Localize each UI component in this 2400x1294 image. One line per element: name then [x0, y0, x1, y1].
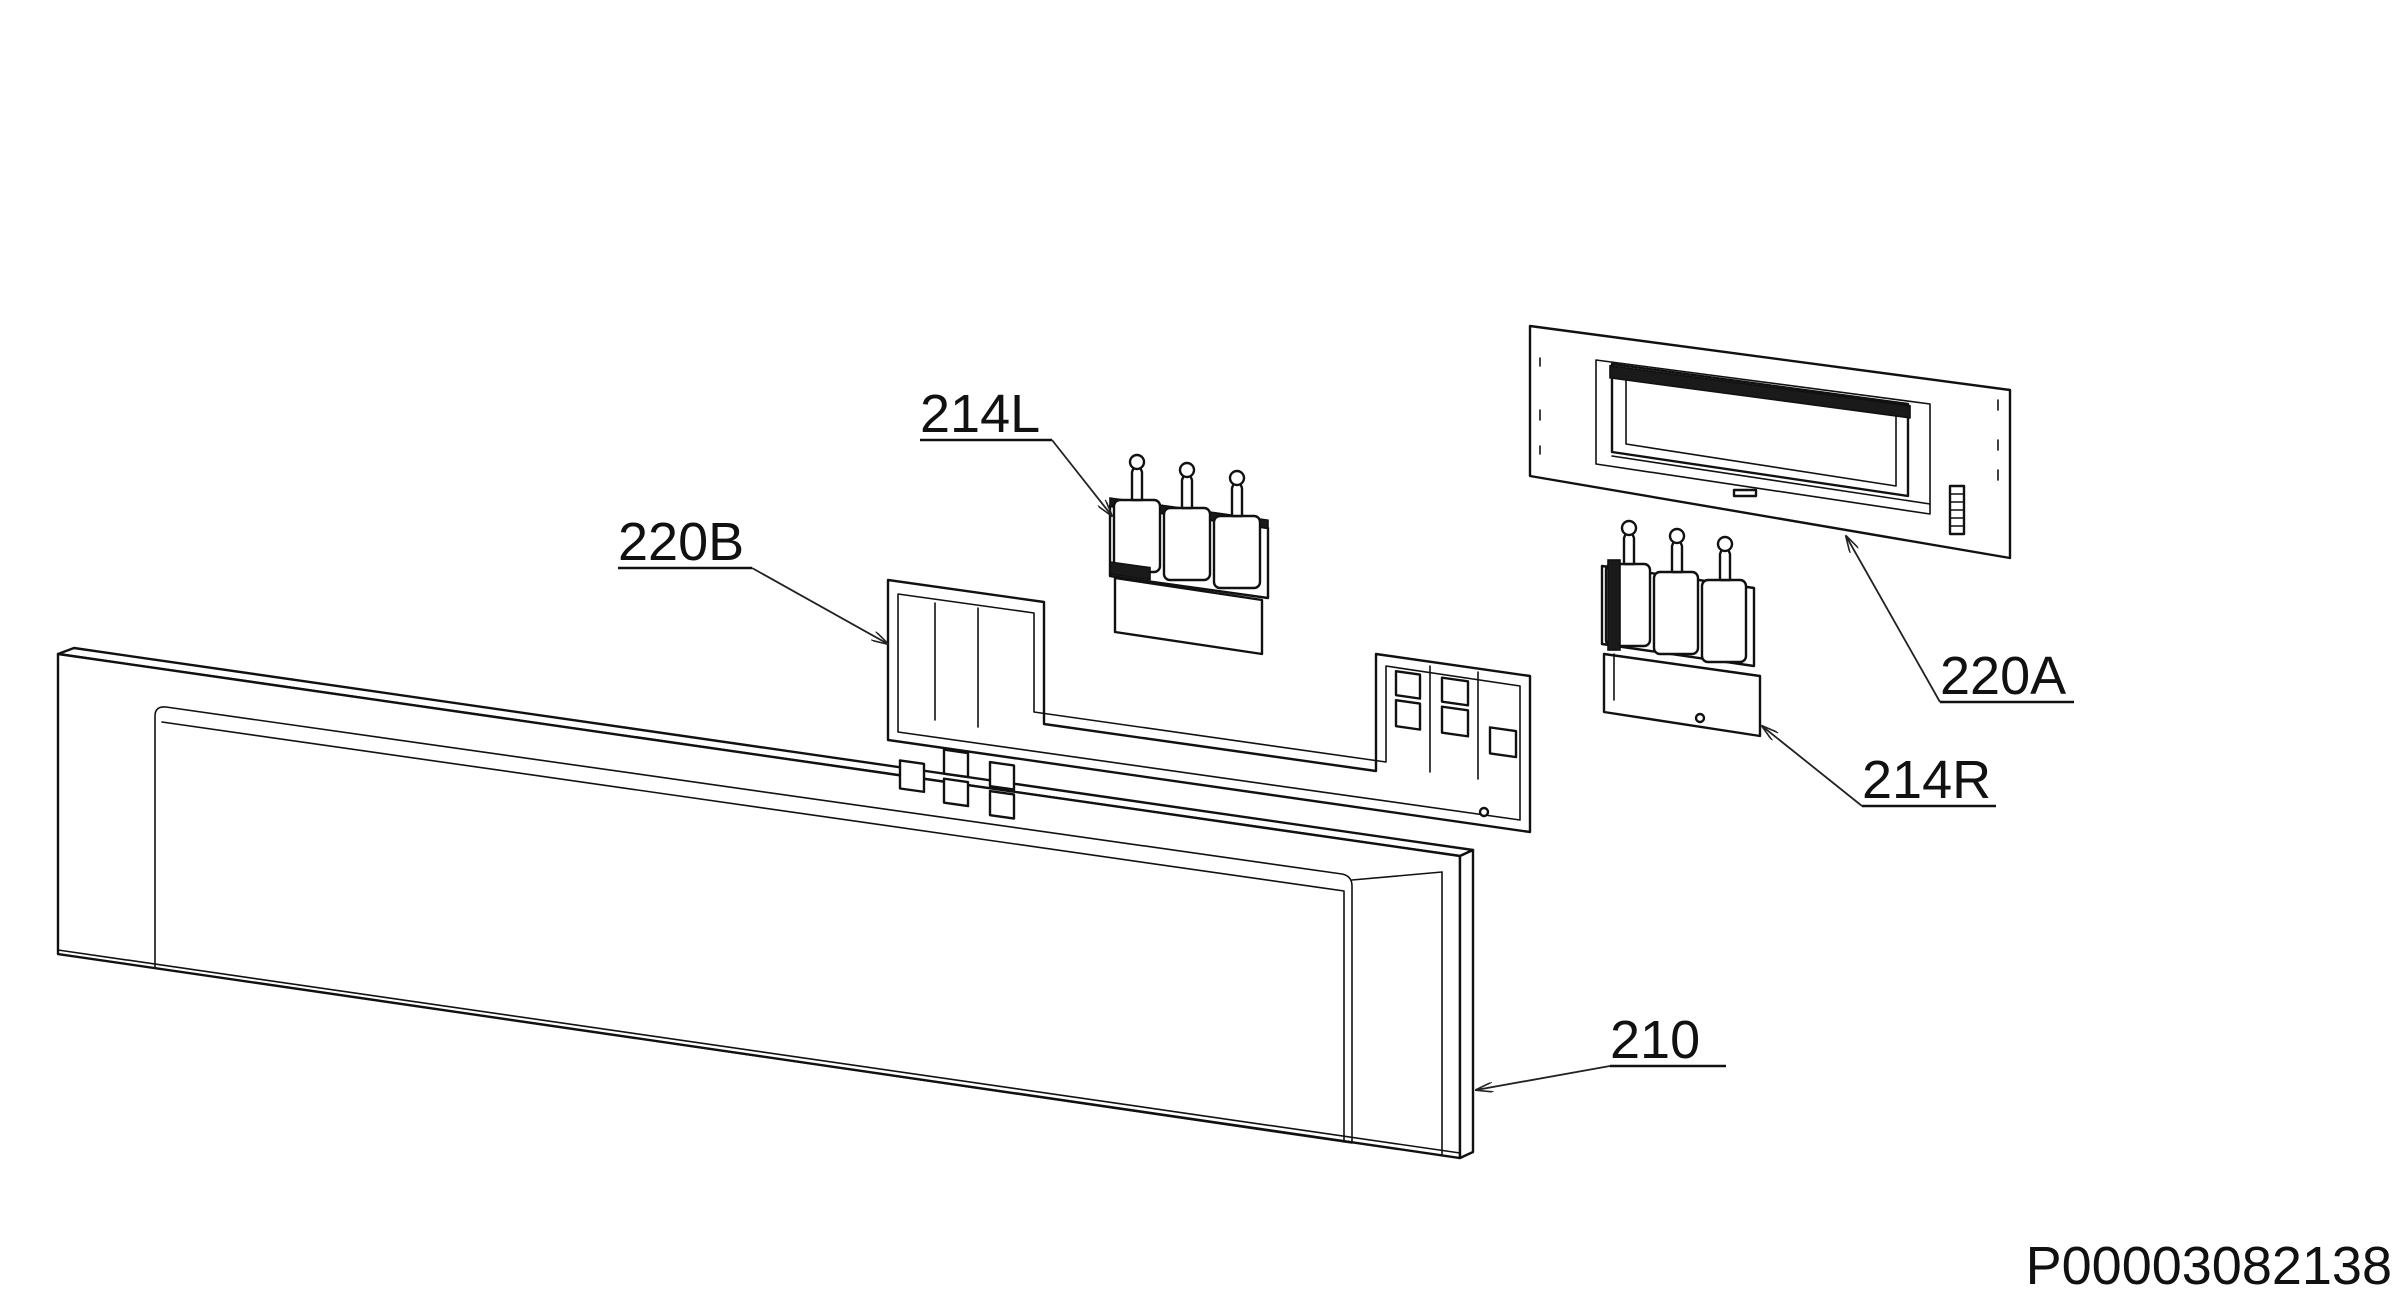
callout-220B: 220B — [618, 512, 888, 644]
callout-214R: 214R — [1762, 726, 1996, 810]
callout-label-214R: 214R — [1862, 750, 1991, 810]
callout-label-220B: 220B — [618, 512, 744, 572]
right-key-cluster — [1394, 665, 1518, 780]
light-guide-214R — [1600, 519, 1762, 738]
light-guide-214L — [1108, 453, 1270, 656]
control-panel-210 — [56, 646, 1475, 1160]
left-key-cluster — [898, 602, 1016, 820]
callout-220A: 220A — [1846, 536, 2074, 706]
touch-sensor-board-220B — [886, 578, 1532, 834]
callout-label-214L: 214L — [920, 384, 1040, 444]
drawing-number: P00003082138 — [2026, 1236, 2392, 1294]
callout-214L: 214L — [920, 384, 1112, 516]
display-board-220A — [1528, 324, 2012, 560]
callout-label-220A: 220A — [1940, 646, 2066, 706]
callout-label-210: 210 — [1610, 1010, 1700, 1070]
callout-210: 210 — [1476, 1010, 1726, 1090]
